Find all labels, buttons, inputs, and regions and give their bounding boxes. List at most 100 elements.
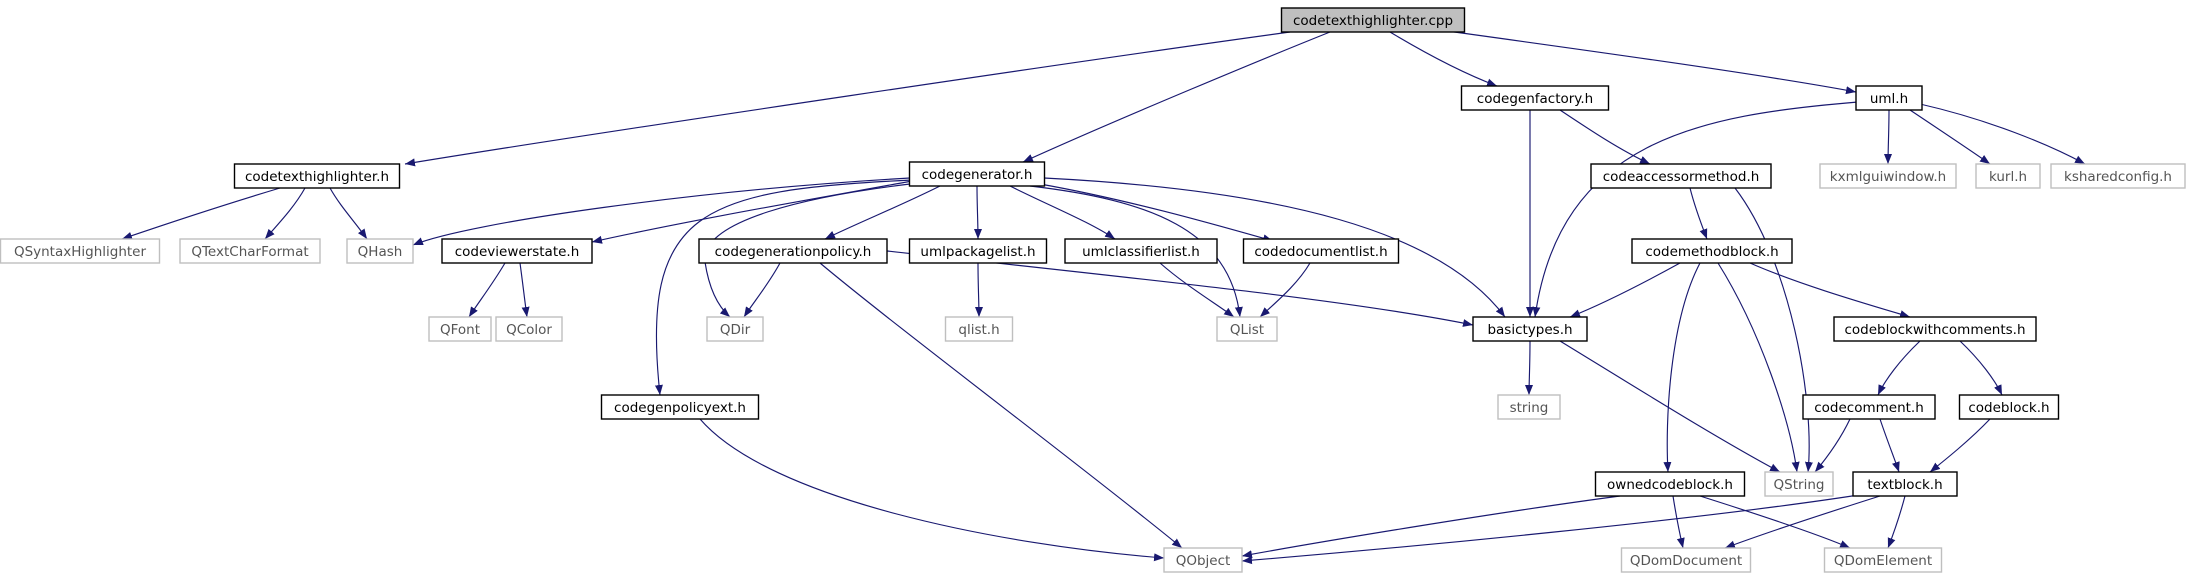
node-QTextCharFormat: QTextCharFormat [179,238,321,264]
edge-codegenerator_h-to-basictypes_h [1043,177,1506,318]
node-box [346,238,414,264]
node-label: codeblock.h [1968,400,2049,416]
node-box [698,238,888,264]
node-label: QFont [440,322,480,338]
node-box [1594,471,1746,497]
node-label: qlist.h [958,322,999,338]
node-codeblock-h[interactable]: codeblock.h [1958,394,2060,420]
node-label: QDir [720,322,751,338]
edge-textblock_h-to-QDomDocument [1724,495,1881,549]
edge-codemethodblock_h-to-QString [1717,262,1800,473]
edge-codetexthighlighter_h-to-QSyntaxHighlighter [121,187,281,240]
node-box [179,238,321,264]
node-umlpackagelist-h[interactable]: umlpackagelist.h [908,238,1048,264]
node-QDomDocument: QDomDocument [1620,547,1752,573]
edge-codegenerationpolicy_h-to-QDir [743,262,781,318]
node-box [1855,85,1923,111]
node-QDir: QDir [706,316,764,342]
node-label: QDomDocument [1630,553,1742,569]
node-codetexthighlighter-cpp[interactable]: codetexthighlighter.cpp [1280,7,1466,33]
node-basictypes-h[interactable]: basictypes.h [1472,316,1588,342]
edge-codeviewerstate_h-to-QFont [468,262,506,318]
node-textblock-h[interactable]: textblock.h [1852,471,1958,497]
node-label: uml.h [1870,91,1908,107]
node-label: codeblockwithcomments.h [1844,322,2025,338]
edge-uml_h-to-ksharedconfig_h [1919,103,2086,165]
node-box [0,238,161,264]
node-string: string [1497,394,1561,420]
node-label: QString [1774,477,1825,493]
node-box [1590,163,1772,189]
edge-codegenerator_h-to-QList [1029,185,1243,318]
node-codedocumentlist-h[interactable]: codedocumentlist.h [1242,238,1400,264]
node-box [1852,471,1958,497]
node-codegenerator-h[interactable]: codegenerator.h [908,161,1046,187]
node-ownedcodeblock-h[interactable]: ownedcodeblock.h [1594,471,1746,497]
node-label: QColor [506,322,552,338]
edge-codeblock_h-to-textblock_h [1929,418,1991,473]
node-umlclassifierlist-h[interactable]: umlclassifierlist.h [1064,238,1218,264]
node-QObject: QObject [1163,547,1243,573]
node-QSyntaxHighlighter: QSyntaxHighlighter [0,238,161,264]
edge-codeblockwithcomments_h-to-codeblock_h [1959,340,2003,396]
edge-codetexthighlighter_h-to-QTextCharFormat [264,187,306,240]
node-codetexthighlighter-h[interactable]: codetexthighlighter.h [233,163,401,189]
edge-codemethodblock_h-to-codeblockwithcomments_h [1749,262,1911,318]
node-box [233,163,401,189]
node-codegenfactory-h[interactable]: codegenfactory.h [1460,85,1610,111]
node-QHash: QHash [346,238,414,264]
node-label: codecomment.h [1814,400,1924,416]
node-label: codemethodblock.h [1645,244,1778,260]
node-box [1958,394,2060,420]
node-box [1823,547,1943,573]
edge-codegenerator_h-to-umlclassifierlist_h [1009,185,1116,240]
node-box [2050,163,2186,189]
file-nodes: codetexthighlighter.cpp codetexthighlight… [0,7,2186,573]
node-box [1242,238,1400,264]
node-label: QObject [1176,553,1231,569]
node-box [908,238,1048,264]
node-box [1064,238,1218,264]
node-box [1975,163,2041,189]
node-codegenpolicyext-h[interactable]: codegenpolicyext.h [600,394,760,420]
edge-codecomment_h-to-QString [1814,418,1851,473]
node-box [1460,85,1610,111]
edge-codegenerationpolicy_h-to-QObject [819,262,1183,549]
node-box [1497,394,1561,420]
node-label: codetexthighlighter.cpp [1293,13,1453,29]
node-uml-h[interactable]: uml.h [1855,85,1923,111]
node-label: codeviewerstate.h [455,244,580,260]
node-codemethodblock-h[interactable]: codemethodblock.h [1631,238,1793,264]
node-kxmlguiwindow-h: kxmlguiwindow.h [1819,163,1957,189]
edge-codetexthighlighter_cpp-to-codegenfactory_h [1389,31,1498,87]
edge-codegenfactory_h-to-codeaccessormethod_h [1559,109,1651,165]
edge-basictypes_h-to-QString [1559,340,1781,473]
edge-codedocumentlist_h-to-QList [1259,262,1311,318]
node-box [1216,316,1278,342]
edge-codemethodblock_h-to-basictypes_h [1569,262,1681,318]
node-codecomment-h[interactable]: codecomment.h [1802,394,1936,420]
node-codeblockwithcomments-h[interactable]: codeblockwithcomments.h [1833,316,2037,342]
edge-codegenerator_h-to-codedocumentlist_h [1039,183,1274,243]
node-codeviewerstate-h[interactable]: codeviewerstate.h [441,238,593,264]
node-QDomElement: QDomElement [1823,547,1943,573]
node-box [1833,316,2037,342]
node-QColor: QColor [495,316,563,342]
node-box [1802,394,1936,420]
edge-codetexthighlighter_cpp-to-uml_h [1439,29,1857,95]
edge-codegenpolicyext_h-to-QObject [699,418,1165,562]
edge-ownedcodeblock_h-to-QObject [1241,495,1621,559]
node-codeaccessormethod-h[interactable]: codeaccessormethod.h [1590,163,1772,189]
node-label: codegenerator.h [922,167,1033,183]
edge-codeviewerstate_h-to-QColor [519,262,530,318]
edge-codegenerator_h-to-QHash [412,177,911,246]
node-codegenerationpolicy-h[interactable]: codegenerationpolicy.h [698,238,888,264]
node-label: QHash [358,244,403,260]
edge-codeaccessormethod_h-to-codemethodblock_h [1689,187,1708,240]
node-label: QTextCharFormat [191,244,308,260]
edge-codetexthighlighter_cpp-to-codegenerator_h [1022,31,1331,163]
node-label: codegenpolicyext.h [614,400,746,416]
node-kurl-h: kurl.h [1975,163,2041,189]
node-box [944,316,1014,342]
node-qlist-h: qlist.h [944,316,1014,342]
